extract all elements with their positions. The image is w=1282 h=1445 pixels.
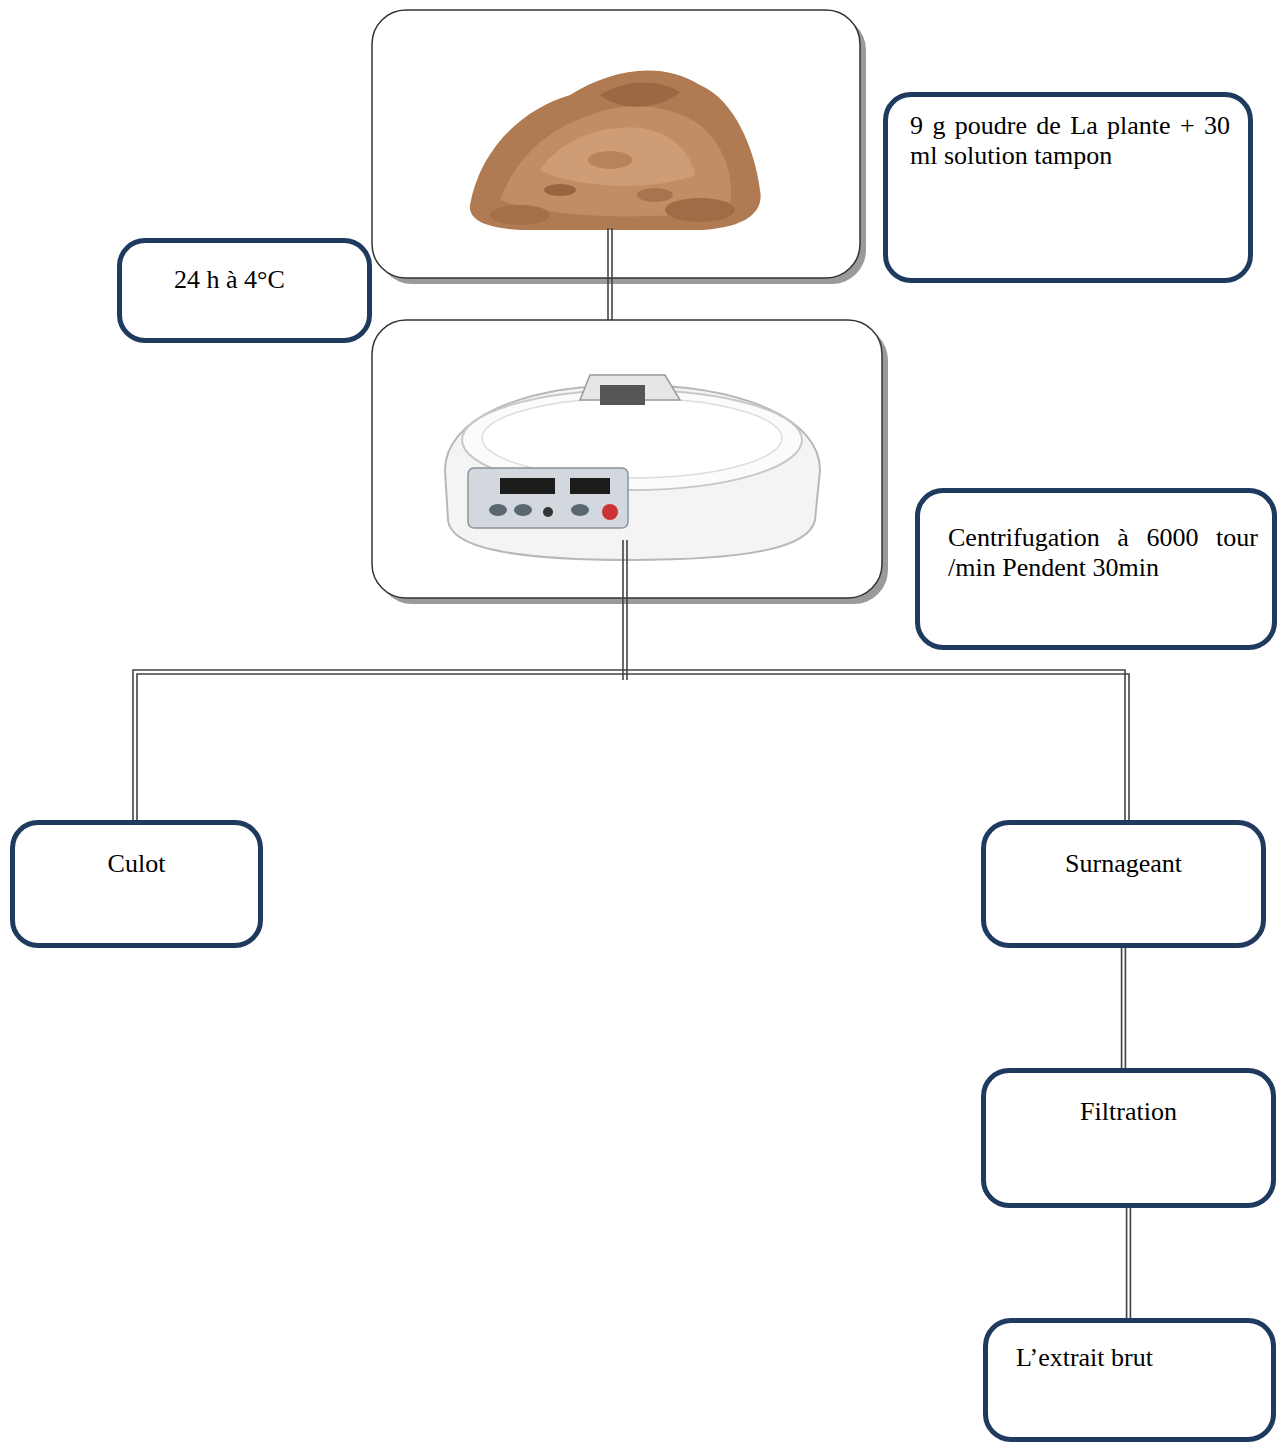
box-text: Surnageant [998,849,1249,879]
box-text: Centrifugation à 6000 tour /min Pendent … [948,523,1258,583]
box-text: 24 h à 4°C [174,265,353,295]
process-box: Culot [10,820,263,948]
double-connector [1123,948,1124,1068]
centrifuge-picture [445,375,820,560]
process-box: 9 g poudre de La plante + 30 ml solution… [883,92,1253,283]
box-text: Filtration [998,1097,1259,1127]
connector-line [1126,1208,1132,1318]
process-box: Filtration [981,1068,1276,1208]
double-connector [1128,1208,1129,1318]
box-text: L’extrait brut [1016,1343,1259,1373]
process-box: 24 h à 4°C [117,238,372,343]
process-box: Surnageant [981,820,1266,948]
box-text: Culot [27,849,246,879]
connector-gap [1122,948,1124,1068]
connector-line [1121,948,1127,1068]
process-box: Centrifugation à 6000 tour /min Pendent … [915,488,1277,650]
process-box: L’extrait brut [983,1318,1276,1442]
connector-gap [1127,1208,1129,1318]
powder-picture [470,71,761,230]
box-text: 9 g poudre de La plante + 30 ml solution… [910,111,1230,171]
picture-box [372,10,860,278]
